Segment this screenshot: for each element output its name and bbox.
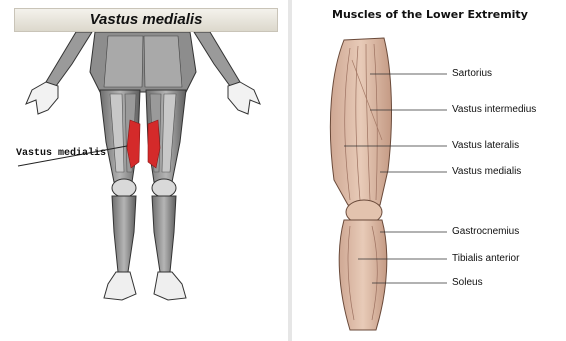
- left-title-bar: Vastus medialis: [14, 8, 278, 32]
- label-sartorius: Sartorius: [452, 68, 492, 79]
- lower-extremity-side-figure: [292, 0, 566, 341]
- left-panel: Vastus medialis: [0, 0, 288, 341]
- label-gastrocnemius: Gastrocnemius: [452, 226, 519, 237]
- label-vastus-intermedius: Vastus intermedius: [452, 104, 536, 115]
- left-title: Vastus medialis: [90, 11, 203, 28]
- vastus-medialis-label: Vastus medialis: [16, 148, 106, 159]
- right-panel: Muscles of the Lower Extremity Sartorius…: [292, 0, 566, 341]
- right-title: Muscles of the Lower Extremity: [292, 8, 566, 21]
- label-soleus: Soleus: [452, 277, 483, 288]
- label-vastus-medialis: Vastus medialis: [452, 166, 521, 177]
- anatomy-front-figure: [0, 32, 288, 341]
- label-tibialis-anterior: Tibialis anterior: [452, 253, 519, 264]
- label-vastus-lateralis: Vastus lateralis: [452, 140, 519, 151]
